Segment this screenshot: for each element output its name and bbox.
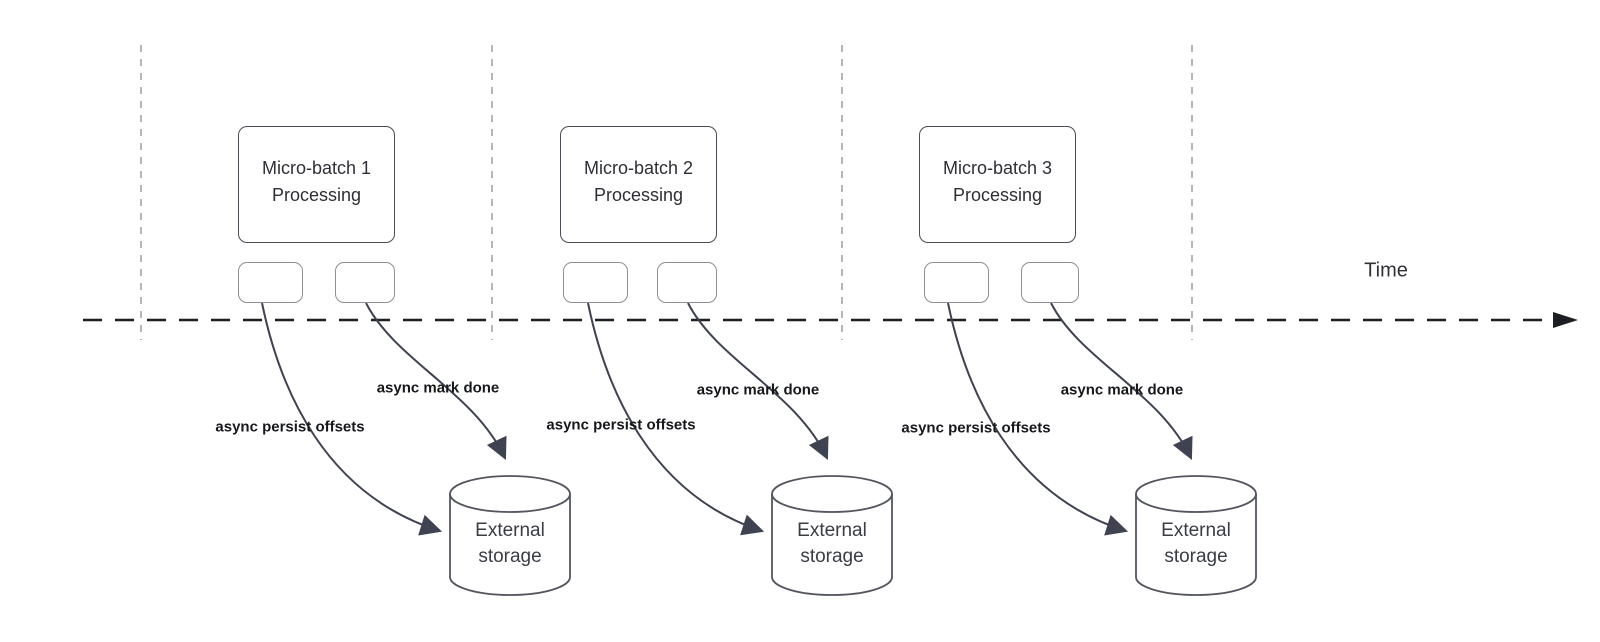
mark-done-arrow-1 <box>365 302 507 460</box>
mark-done-label-2: async mark done <box>696 381 820 399</box>
done-task-box-2 <box>657 262 717 303</box>
persist-offsets-label-3: async persist offsets <box>901 419 1051 437</box>
micro-batch-2-title-line2: Processing <box>593 184 684 205</box>
persist-offsets-label-1: async persist offsets <box>215 418 365 436</box>
external-storage-label-3-line2: storage <box>1164 546 1228 567</box>
mark-done-arrow-2 <box>687 302 829 460</box>
external-storage-cylinder-3 <box>1135 475 1257 596</box>
done-task-box-3 <box>1021 262 1079 303</box>
external-storage-label-2-line2: storage <box>800 546 864 567</box>
micro-batch-2-box: Micro-batch 2 Processing <box>560 126 717 243</box>
micro-batch-1-title-line1: Micro-batch 1 <box>261 157 372 178</box>
persist-offsets-label-2: async persist offsets <box>546 416 696 434</box>
micro-batch-3-title-line1: Micro-batch 3 <box>942 157 1053 178</box>
micro-batch-1-title-line2: Processing <box>271 184 362 205</box>
external-storage-label-3-line1: External <box>1161 520 1231 541</box>
persist-offsets-arrow-2 <box>587 302 765 536</box>
external-storage-label-3: External storage <box>1126 518 1266 570</box>
micro-batch-1-label: Micro-batch 1 Processing <box>262 155 371 209</box>
mark-done-label-1: async mark done <box>376 379 500 397</box>
external-storage-label-2-line1: External <box>797 520 867 541</box>
persist-offsets-arrow-1 <box>261 302 443 536</box>
external-storage-label-1-line1: External <box>475 520 545 541</box>
micro-batch-2-label: Micro-batch 2 Processing <box>584 155 693 209</box>
micro-batch-3-box: Micro-batch 3 Processing <box>919 126 1076 243</box>
external-storage-label-2: External storage <box>762 518 902 570</box>
mark-done-label-3: async mark done <box>1060 381 1184 399</box>
persist-task-box-1 <box>238 262 303 303</box>
micro-batch-2-title-line1: Micro-batch 2 <box>583 157 694 178</box>
persist-offsets-arrow-3 <box>947 302 1129 536</box>
external-storage-label-1-line2: storage <box>478 546 542 567</box>
micro-batch-3-title-line2: Processing <box>952 184 1043 205</box>
external-storage-cylinder-2 <box>771 475 893 596</box>
external-storage-label-1: External storage <box>440 518 580 570</box>
micro-batch-3-label: Micro-batch 3 Processing <box>943 155 1052 209</box>
external-storage-cylinder-1 <box>449 475 571 596</box>
mark-done-arrow-3 <box>1050 302 1193 460</box>
persist-task-box-2 <box>563 262 628 303</box>
time-axis-label: Time <box>1364 259 1408 282</box>
time-axis-arrow-icon <box>1553 312 1578 328</box>
persist-task-box-3 <box>924 262 989 303</box>
micro-batch-1-box: Micro-batch 1 Processing <box>238 126 395 243</box>
done-task-box-1 <box>335 262 395 303</box>
